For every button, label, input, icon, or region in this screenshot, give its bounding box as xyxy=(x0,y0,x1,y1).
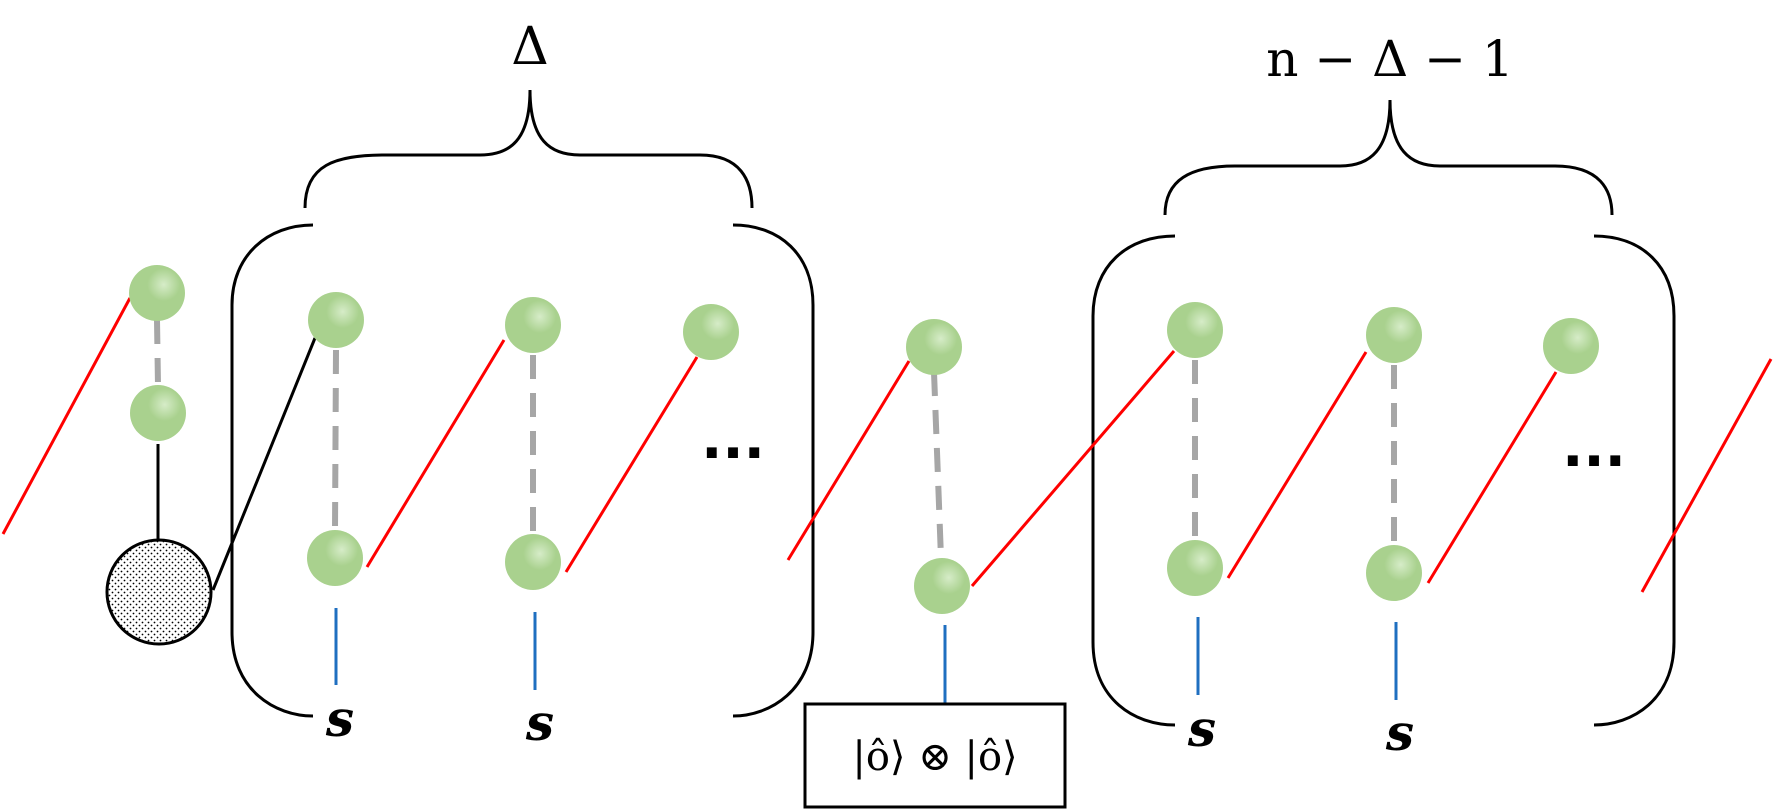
red-link-far-left xyxy=(1,297,132,535)
black-link-diagonal xyxy=(211,337,317,591)
node-left-top xyxy=(129,265,185,321)
label-s-g2-a: s xyxy=(1187,699,1216,758)
node-g2-a-bottom xyxy=(1167,540,1223,596)
group-bracket-1-left xyxy=(230,223,314,718)
node-g2-a-top xyxy=(1167,302,1223,358)
node-g2-c-top xyxy=(1543,318,1599,374)
label-s-g1-b: s xyxy=(525,693,554,752)
red-link-middle-out xyxy=(970,350,1176,587)
node-g2-b-top xyxy=(1366,307,1422,363)
state-box xyxy=(803,702,1067,809)
top-brace-delta xyxy=(303,89,754,209)
node-g1-a-bottom xyxy=(307,530,363,586)
node-middle-top xyxy=(906,319,962,375)
group-bracket-1-right xyxy=(732,223,815,718)
node-g1-a-top xyxy=(308,292,364,348)
dashed-link-left xyxy=(154,319,161,387)
red-link-g2-a xyxy=(1226,351,1368,579)
red-link-g1-a xyxy=(365,339,506,568)
node-g1-b-bottom xyxy=(505,534,561,590)
red-link-g2-b xyxy=(1426,371,1558,584)
node-g1-c-top xyxy=(683,304,739,360)
dashed-link-g1-a xyxy=(332,349,339,531)
state-box-label: |ô⟩ ⊗ |ô⟩ xyxy=(852,734,1017,780)
red-link-g1-b xyxy=(564,356,699,573)
label-s-g2-b: s xyxy=(1385,703,1414,762)
group-bracket-2-right xyxy=(1593,234,1676,727)
label-s-g1-a: s xyxy=(325,689,354,748)
label-n-minus-delta-minus-1: n − Δ − 1 xyxy=(1266,30,1514,88)
ellipsis-group-1: ... xyxy=(701,407,765,472)
node-g1-b-top xyxy=(505,297,561,353)
node-g2-b-bottom xyxy=(1366,545,1422,601)
dashed-link-middle xyxy=(931,371,944,559)
node-middle-bottom xyxy=(914,558,970,614)
node-left-bottom xyxy=(130,385,186,441)
group-bracket-2-left xyxy=(1091,234,1176,727)
ellipsis-group-2: ... xyxy=(1562,415,1626,480)
red-link-middle-in xyxy=(786,360,911,561)
top-brace-n-delta xyxy=(1163,99,1614,216)
dotted-circle-node xyxy=(105,538,213,646)
red-link-far-right xyxy=(1640,358,1773,593)
label-delta: Δ xyxy=(511,17,549,77)
